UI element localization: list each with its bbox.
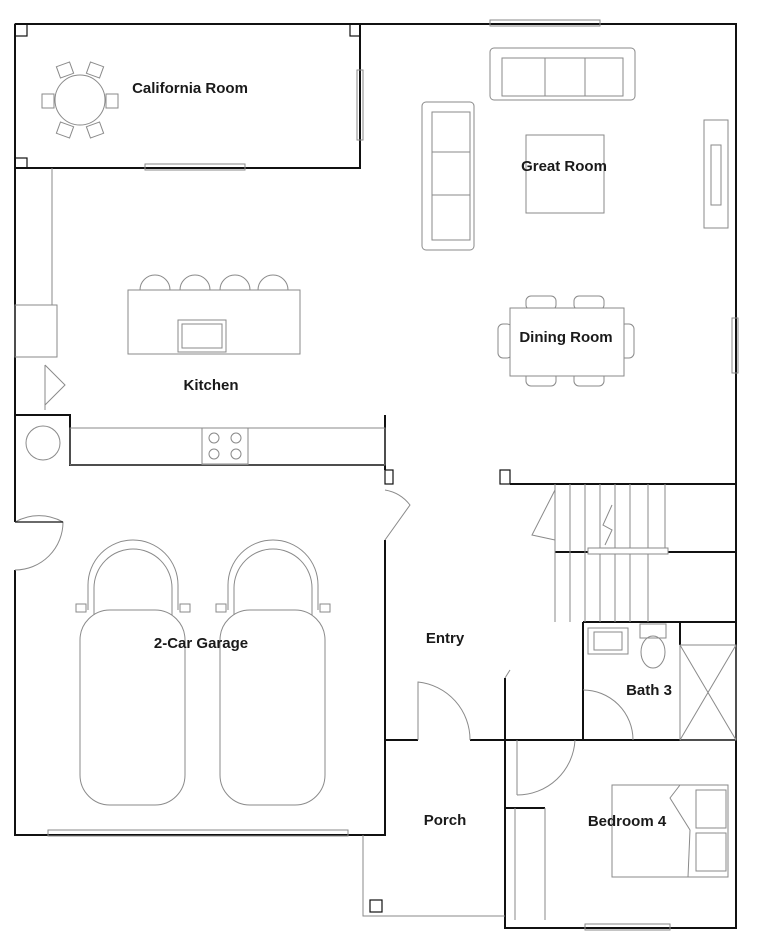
bath-fixtures xyxy=(587,623,737,741)
bed xyxy=(611,784,729,878)
label-bath-3: Bath 3 xyxy=(626,682,672,699)
columns xyxy=(14,23,511,913)
label-dining-room: Dining Room xyxy=(519,329,612,346)
label-garage: 2-Car Garage xyxy=(154,635,248,652)
windows xyxy=(14,19,739,931)
label-great-room: Great Room xyxy=(521,158,607,175)
great-room-furniture xyxy=(421,47,729,251)
label-california-room: California Room xyxy=(132,80,248,97)
label-porch: Porch xyxy=(424,812,467,829)
stairs xyxy=(531,484,669,622)
porch-outline xyxy=(362,835,505,917)
room-labels: California Room Great Room Dining Room K… xyxy=(132,80,672,830)
dining-table xyxy=(497,295,635,387)
label-kitchen: Kitchen xyxy=(183,377,238,394)
label-bedroom-4: Bedroom 4 xyxy=(588,813,667,830)
kitchen-fixtures xyxy=(25,168,386,466)
label-entry: Entry xyxy=(426,630,465,647)
doors xyxy=(14,364,634,920)
garage-cars xyxy=(75,539,331,806)
patio-table xyxy=(41,61,119,139)
